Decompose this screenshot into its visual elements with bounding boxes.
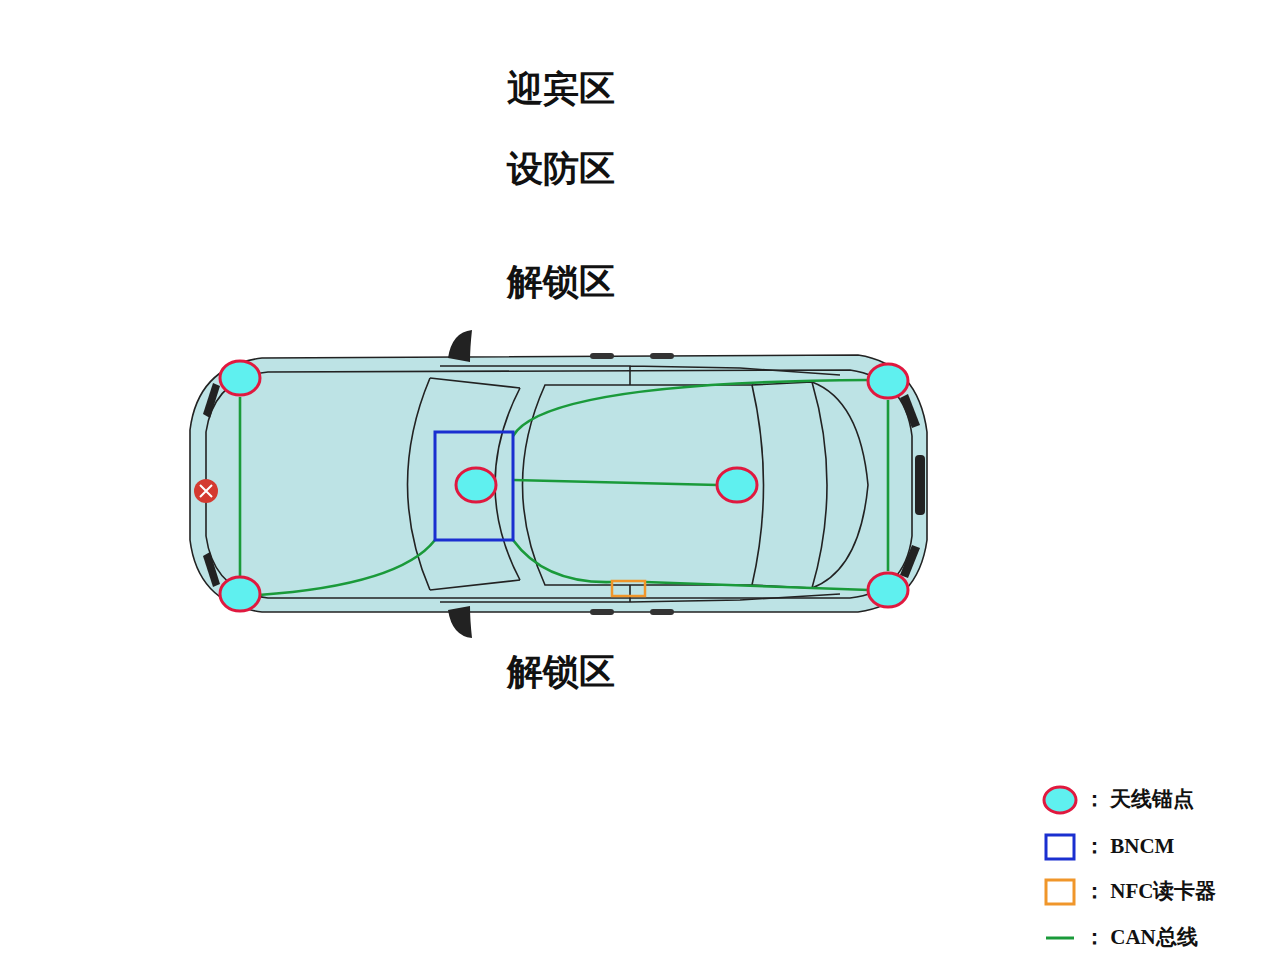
zone-label: 解锁区 (507, 261, 615, 304)
legend-text: ： NFC读卡器 (1084, 879, 1216, 904)
zone-label: 解锁区 (507, 651, 615, 694)
zone-label: 设防区 (507, 148, 615, 191)
legend-text: ： 天线锚点 (1084, 787, 1194, 812)
zone-label: 迎宾区 (507, 68, 615, 111)
legend-text: ： CAN总线 (1084, 925, 1198, 950)
legend-text: ： BNCM (1084, 834, 1174, 859)
